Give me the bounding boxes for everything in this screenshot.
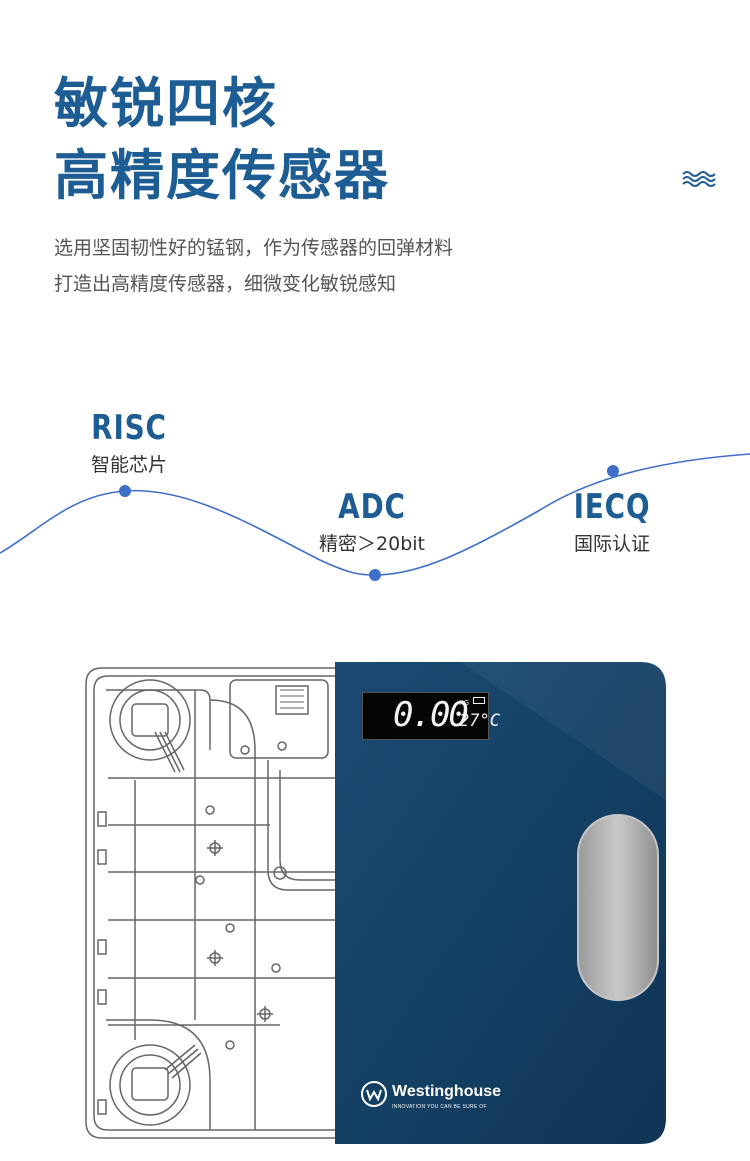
feature-subtitle-adc: 精密＞20bit [319,533,425,555]
electrode-pad [577,814,659,1001]
description-line-2: 打造出高精度传感器，细微变化敏锐感知 [54,273,397,295]
temperature-readout: 27°C [459,711,500,731]
feature-subtitle-risc: 智能芯片 [90,454,167,476]
weight-readout: 0.00 [393,695,469,735]
feature-subtitle-iecq: 国际认证 [573,533,650,555]
feature-wave-curve [0,453,750,581]
feature-title-iecq: IECQ [573,487,651,527]
weight-unit: KG [459,699,470,707]
description-line-1: 选用坚固韧性好的锰钢，作为传感器的回弹材料 [54,237,454,259]
brand-logo: Westinghouse INNOVATION YOU CAN BE SURE … [360,1080,510,1116]
feature-title-adc: ADC [338,487,406,527]
brand-tagline: INNOVATION YOU CAN BE SURE OF [392,1104,487,1110]
battery-icon [473,697,485,704]
headline-line-1: 敏锐四核 [54,72,278,135]
scale-glass-top [335,662,666,1144]
brand-logo-icon [361,1081,387,1107]
feature-dot-risc [119,485,131,497]
lcd-display: 0.00 KG 27°C [362,692,500,740]
brand-name: Westinghouse [392,1083,502,1100]
feature-title-risc: RISC [91,408,167,448]
feature-dot-adc [369,569,381,581]
scale-product-image [85,662,666,1144]
scale-blueprint [85,667,335,1139]
feature-dot-iecq [607,465,619,477]
headline-line-2: 高精度传感器 [54,144,390,207]
wave-icon [682,171,716,187]
